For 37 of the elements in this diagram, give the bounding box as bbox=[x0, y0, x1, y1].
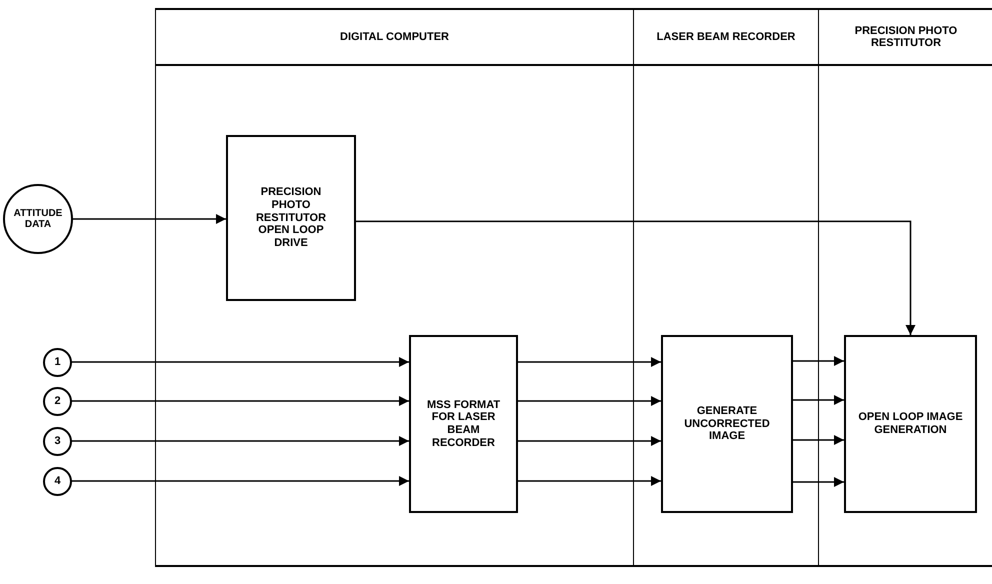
connector-circle bbox=[43, 348, 72, 377]
arrow bbox=[517, 476, 661, 486]
node-label: ATTITUDE DATA bbox=[12, 208, 64, 230]
arrow bbox=[792, 477, 844, 487]
process-box bbox=[661, 335, 793, 513]
arrow bbox=[71, 476, 409, 486]
node-label: 4 bbox=[54, 475, 61, 488]
arrow bbox=[792, 356, 844, 366]
connector-circle bbox=[43, 467, 72, 496]
process-box bbox=[409, 335, 518, 513]
lane-heading: LASER BEAM RECORDER bbox=[656, 30, 796, 44]
node-label: 1 bbox=[54, 356, 61, 369]
swimlane bbox=[155, 8, 633, 567]
lane-heading: PRECISION PHOTO RESTITUTOR bbox=[854, 24, 958, 50]
arrow bbox=[72, 214, 226, 224]
process-box bbox=[844, 335, 977, 513]
arrow bbox=[792, 395, 844, 405]
arrow bbox=[517, 357, 661, 367]
connector-circle bbox=[43, 387, 72, 416]
arrow bbox=[356, 220, 916, 335]
arrow bbox=[71, 357, 409, 367]
arrow bbox=[792, 435, 844, 445]
node-label: 2 bbox=[54, 395, 61, 408]
arrow bbox=[517, 436, 661, 446]
swimlane bbox=[633, 8, 818, 567]
arrow bbox=[71, 436, 409, 446]
arrow bbox=[517, 396, 661, 406]
connector-circle bbox=[43, 427, 72, 456]
node-label: PRECISION PHOTO RESTITUTOR OPEN LOOP DRIVE bbox=[254, 186, 328, 250]
node-label: 3 bbox=[54, 435, 61, 448]
swimlane bbox=[818, 8, 992, 567]
node-label: GENERATE UNCORRECTED IMAGE bbox=[683, 405, 771, 443]
lane-heading: DIGITAL COMPUTER bbox=[340, 30, 449, 44]
node-label: MSS FORMAT FOR LASER BEAM RECORDER bbox=[426, 398, 502, 450]
process-box bbox=[226, 135, 356, 301]
arrow bbox=[71, 396, 409, 406]
node-label: OPEN LOOP IMAGE GENERATION bbox=[857, 411, 964, 437]
